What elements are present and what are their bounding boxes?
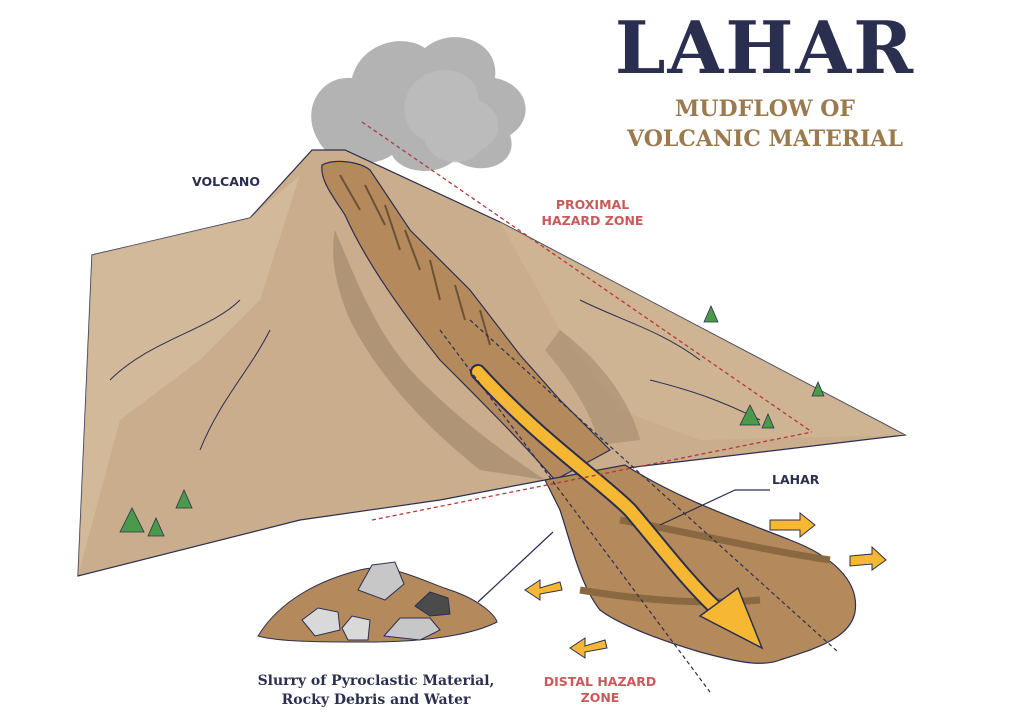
lahar-label: LAHAR <box>772 472 820 487</box>
proximal-label-line-2: HAZARD ZONE <box>541 213 644 228</box>
distal-label-line-1: DISTAL HAZARD <box>543 674 657 689</box>
subtitle-line-2: VOLCANIC MATERIAL <box>627 126 903 152</box>
subtitle-line-1: MUDFLOW OF <box>674 96 856 122</box>
proximal-label-line-1: PROXIMAL <box>555 197 630 212</box>
hazard-zone-lines <box>361 121 813 521</box>
slurry-caption-line-2: Rocky Debris and Water <box>281 692 471 708</box>
flow-arrow <box>470 364 764 650</box>
distal-zone-lines <box>439 319 839 693</box>
slurry-pile <box>257 561 498 643</box>
proximal-hazard-zone-label: PROXIMAL HAZARD ZONE <box>530 197 655 229</box>
volcano-label: VOLCANO <box>192 174 260 189</box>
distal-hazard-zone-label: DISTAL HAZARD ZONE <box>530 674 670 706</box>
page-title: LAHAR <box>614 5 916 90</box>
distal-label-line-2: ZONE <box>580 690 620 705</box>
slurry-caption-line-1: Slurry of Pyroclastic Material, <box>257 673 495 689</box>
page-subtitle: MUDFLOW OF VOLCANIC MATERIAL <box>600 94 930 154</box>
spread-arrows <box>524 511 887 659</box>
tree-group <box>119 305 825 537</box>
leader-lines <box>477 489 770 603</box>
smoke-plume <box>311 37 526 171</box>
slurry-caption: Slurry of Pyroclastic Material, Rocky De… <box>246 672 506 710</box>
